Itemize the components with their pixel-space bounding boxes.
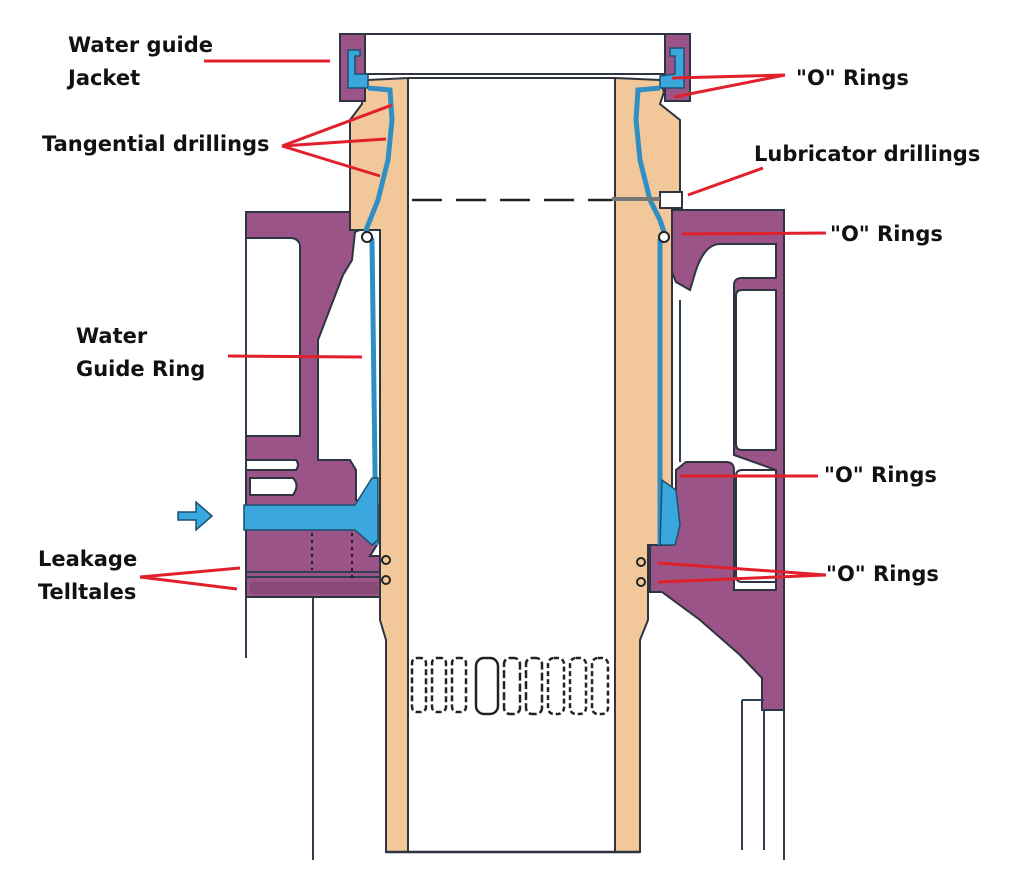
piston-ring-zone	[410, 191, 683, 716]
label-o-rings-middle: "O" Rings	[824, 463, 937, 487]
label-water-guide-ring-line1: Water	[76, 324, 148, 348]
label-water-guide-ring-line2: Guide Ring	[76, 357, 206, 381]
left-frame	[245, 211, 381, 860]
label-o-rings-top: "O" Rings	[796, 66, 909, 90]
label-leakage-telltales-line1: Leakage	[38, 547, 138, 571]
label-leakage-telltales-line2: Telltales	[38, 580, 137, 604]
inlet-arrow-icon	[177, 500, 214, 532]
label-o-rings-lower: "O" Rings	[826, 562, 939, 586]
water-guide-jacket	[339, 33, 691, 102]
label-water-guide-jacket-line2: Jacket	[68, 66, 141, 90]
water-passages	[177, 85, 681, 587]
label-tangential-drillings: Tangential drillings	[42, 132, 270, 156]
label-o-rings-upper: "O" Rings	[830, 222, 943, 246]
leader-lines	[139, 59, 827, 591]
cylinder-liner	[349, 76, 681, 854]
label-water-guide-jacket: Water guide Jacket	[68, 29, 213, 95]
label-water-guide-ring: Water Guide Ring	[76, 320, 205, 386]
right-frame	[649, 209, 785, 860]
label-lubricator-drillings: Lubricator drillings	[754, 142, 981, 166]
label-water-guide-jacket-line1: Water guide	[68, 33, 213, 57]
label-leakage-telltales: Leakage Telltales	[38, 543, 137, 609]
